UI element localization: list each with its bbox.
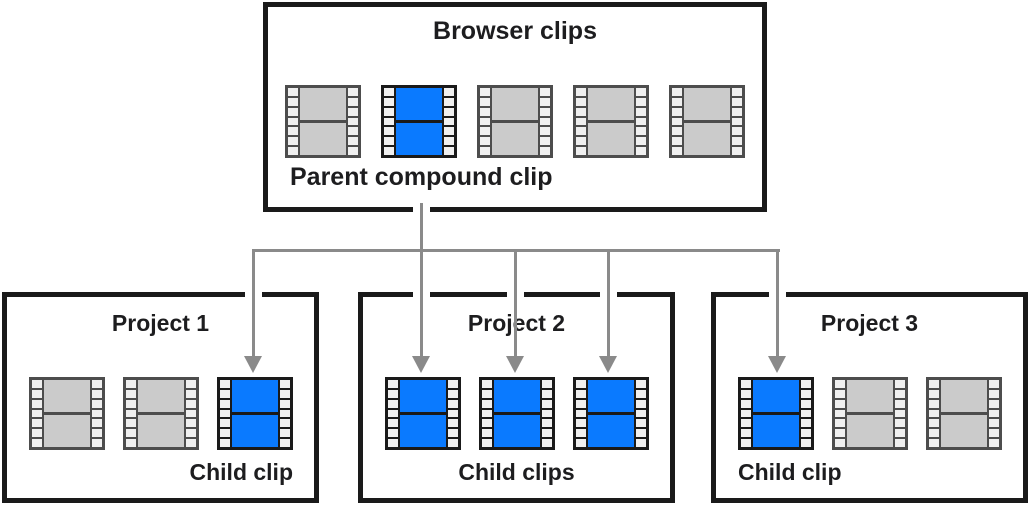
parent-compound-clip-label: Parent compound clip	[290, 163, 553, 191]
project-3-clip-row	[716, 377, 1023, 450]
film-clip-icon-gray	[669, 85, 745, 158]
connector-drop-project2-middle	[514, 249, 517, 357]
film-clip-icon-blue	[572, 377, 649, 450]
film-clip-icon-gray	[573, 85, 649, 158]
film-clip-icon-gray	[831, 377, 908, 450]
project-1-clip-row	[7, 377, 314, 450]
browser-clips-title: Browser clips	[433, 17, 597, 45]
down-arrow-icon	[412, 356, 430, 373]
connector-stem-line	[420, 203, 423, 357]
film-clip-icon-blue	[381, 85, 457, 158]
project-3-box: Project 3 Child clip	[711, 292, 1028, 503]
down-arrow-icon	[244, 356, 262, 373]
project-1-child-clip-label: Child clip	[189, 459, 294, 485]
project-2-clip-row	[363, 377, 670, 450]
project-1-title: Project 1	[104, 310, 217, 337]
film-clip-icon-gray	[285, 85, 361, 158]
project-3-title: Project 3	[813, 310, 926, 337]
project-3-child-clip-label: Child clip	[738, 459, 842, 485]
connector-drop-project1	[252, 249, 255, 357]
down-arrow-icon	[768, 356, 786, 373]
film-clip-icon-blue	[216, 377, 293, 450]
browser-clips-box: Browser clips Parent compound clip	[263, 2, 767, 212]
film-clip-icon-blue	[737, 377, 814, 450]
connector-drop-project2-right	[607, 249, 610, 357]
down-arrow-icon	[599, 356, 617, 373]
film-clip-icon-gray	[122, 377, 199, 450]
film-clip-icon-blue	[384, 377, 461, 450]
project-2-child-clips-label: Child clips	[458, 459, 575, 485]
film-clip-icon-gray	[477, 85, 553, 158]
browser-clip-row	[268, 85, 762, 158]
down-arrow-icon	[506, 356, 524, 373]
film-clip-icon-gray	[925, 377, 1002, 450]
project-1-box: Project 1 Child clip	[2, 292, 319, 503]
film-clip-icon-gray	[28, 377, 105, 450]
connector-drop-project3	[776, 249, 779, 357]
film-clip-icon-blue	[478, 377, 555, 450]
